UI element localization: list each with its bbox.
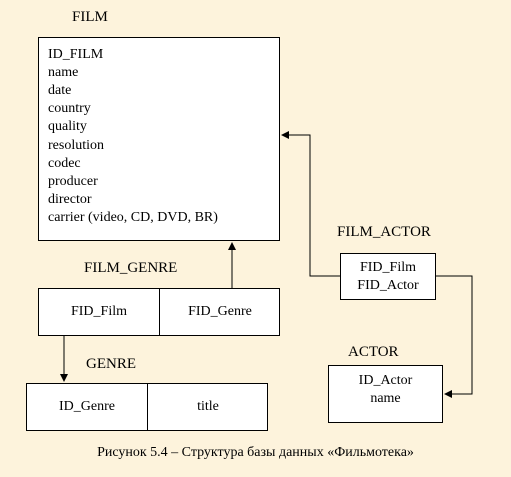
film-field: name <box>48 65 79 80</box>
film-actor-to-film-arrow <box>281 131 340 277</box>
actor-field: name <box>370 391 401 406</box>
film-genre-table: FID_Film FID_Genre <box>38 288 280 336</box>
film-genre-field: FID_Genre <box>159 289 280 335</box>
film-genre-field: FID_Film <box>70 304 127 319</box>
film-actor-field: FID_Film <box>359 260 416 275</box>
film-table-title: FILM <box>72 9 108 25</box>
genre-field: title <box>147 384 268 430</box>
actor-table-title: ACTOR <box>348 344 399 360</box>
film-field: carrier (video, CD, DVD, BR) <box>48 210 218 225</box>
figure-caption: Рисунок 5.4 – Структура базы данных «Фил… <box>97 445 414 460</box>
actor-field: ID_Actor <box>358 373 413 388</box>
genre-table: ID_Genre title <box>26 383 268 431</box>
film-field: date <box>48 83 72 98</box>
film-field: ID_FILM <box>48 47 104 62</box>
film-field: codec <box>48 156 81 171</box>
film-actor-table-title: FILM_ACTOR <box>337 224 431 240</box>
film-table: ID_FILM name date country quality resolu… <box>38 37 280 241</box>
film-actor-to-actor-arrow <box>436 275 473 398</box>
film-field: country <box>48 101 91 116</box>
genre-table-title: GENRE <box>86 356 136 372</box>
film-field: quality <box>48 119 87 134</box>
film-field: resolution <box>48 138 104 153</box>
film-actor-table: FID_Film FID_Actor <box>340 253 436 300</box>
genre-field: ID_Genre <box>59 399 115 414</box>
film-genre-table-title: FILM_GENRE <box>84 260 178 276</box>
film-actor-field: FID_Actor <box>357 278 419 293</box>
actor-table: ID_Actor name <box>328 365 443 423</box>
film-field: director <box>48 192 92 207</box>
film-field: producer <box>48 174 98 189</box>
